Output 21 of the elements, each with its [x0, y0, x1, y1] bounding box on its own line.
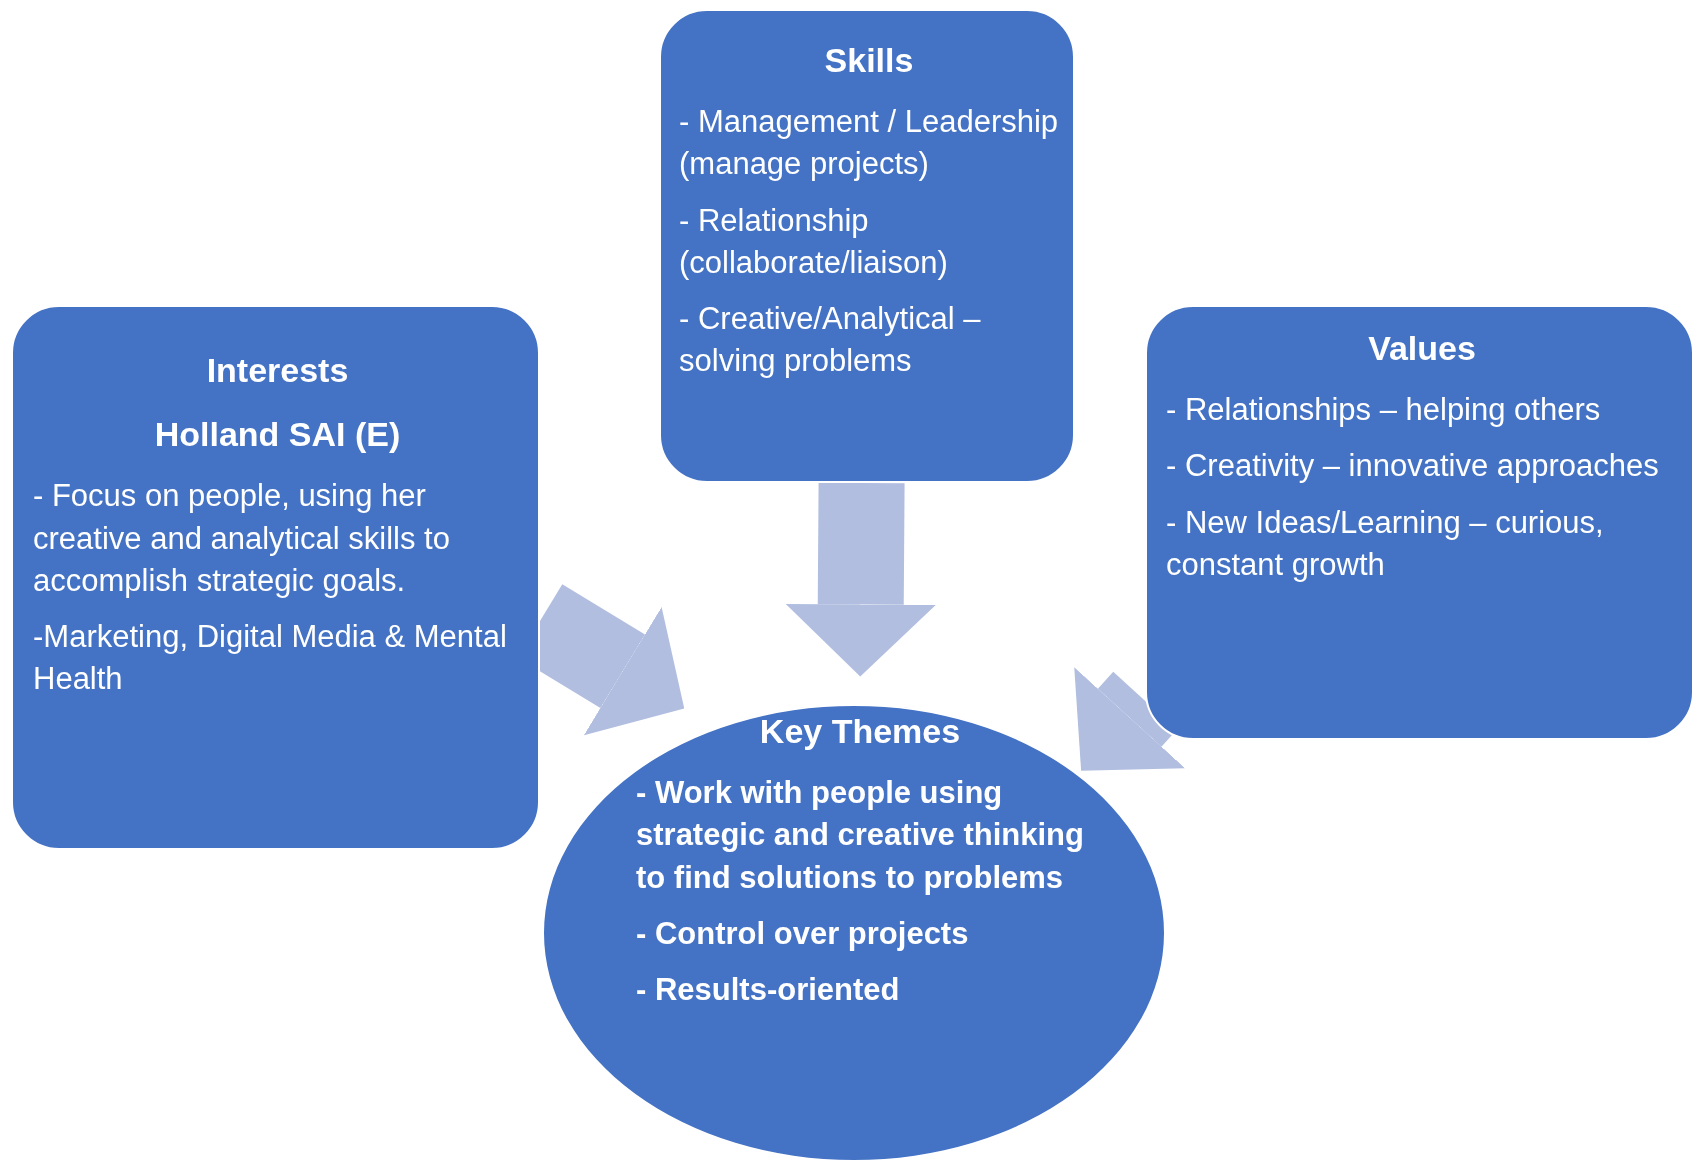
- heading: Skills: [823, 40, 915, 81]
- bullet-text: - Relationship (collaborate/liaison): [679, 201, 949, 282]
- heading: Holland SAI (E): [153, 414, 402, 456]
- block-arrow: [1074, 667, 1186, 771]
- bullet-text: - Management / Leadership (manage projects): [679, 103, 1059, 184]
- heading: Key Themes: [758, 711, 962, 752]
- rounded-box: [1145, 305, 1694, 740]
- heading: Interests: [205, 350, 350, 391]
- bullet-text: -Marketing, Digital Media & Mental Health: [33, 617, 508, 699]
- heading: Values: [1367, 328, 1477, 369]
- bullet-text: - New Ideas/Learning – curious, constant growth: [1166, 503, 1605, 584]
- bullet-text: - Creative/Analytical – solving problems: [679, 299, 982, 380]
- bullet-text: - Work with people using strategic and creative thinking to find solutions to problems: [636, 774, 1084, 897]
- rounded-box: [11, 305, 540, 850]
- skills-box: [659, 9, 1075, 483]
- bullet-text: - Control over projects: [636, 914, 970, 953]
- bullet-text: - Focus on people, using her creative and analytical skills to accomplish strategic goals.: [33, 477, 451, 600]
- bullet-text: - Creativity – innovative approaches: [1166, 447, 1660, 486]
- block-arrow: [785, 482, 936, 677]
- bullet-text: - Results-oriented: [636, 970, 901, 1009]
- bullet-text: - Relationships – helping others: [1166, 391, 1602, 430]
